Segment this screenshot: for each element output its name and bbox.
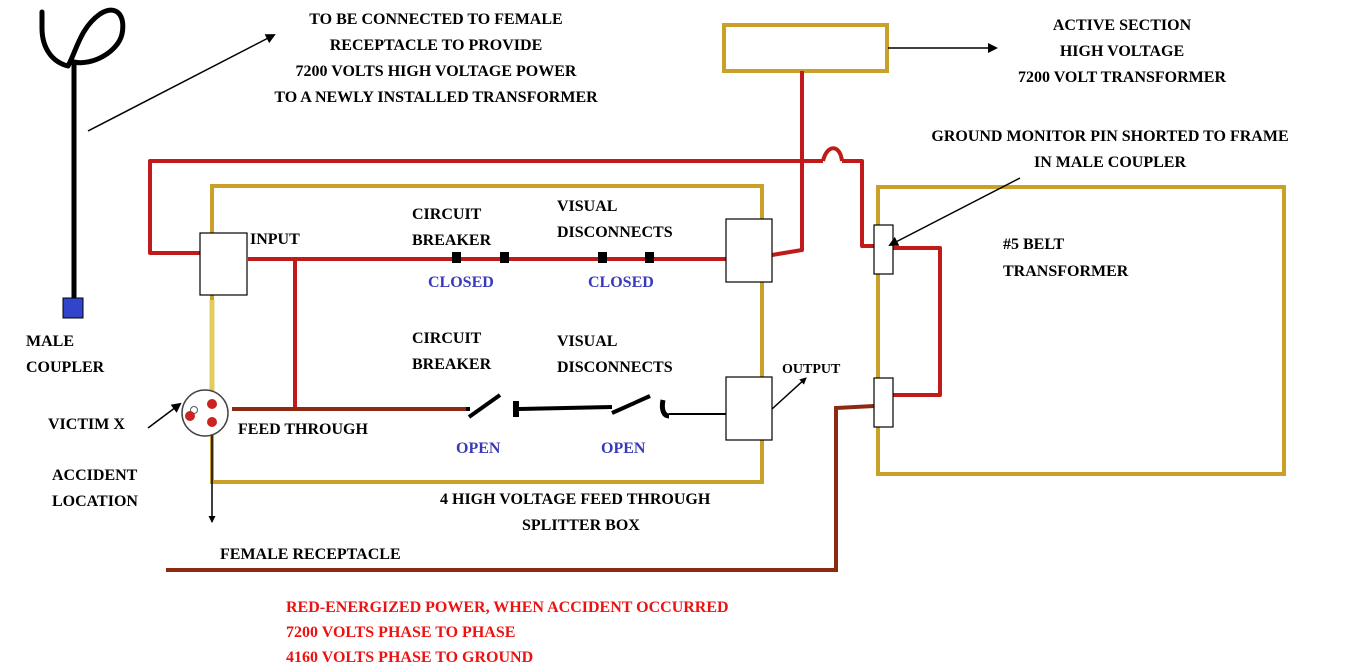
- active-section-line2: HIGH VOLTAGE: [1060, 43, 1184, 60]
- bottom-disconnect-open: [611, 394, 726, 419]
- bottom-output-terminal: [725, 376, 773, 441]
- splitter-caption-line2: SPLITTER BOX: [522, 517, 640, 534]
- accident-label1: ACCIDENT: [52, 467, 138, 484]
- connect-note-line4: TO A NEWLY INSTALLED TRANSFORMER: [274, 89, 598, 106]
- active-section-line1: ACTIVE SECTION: [1053, 17, 1192, 34]
- bottom-disconnect-state: OPEN: [601, 440, 646, 457]
- top-disconnect-label2: DISCONNECTS: [557, 224, 673, 241]
- top-disconnect-state: CLOSED: [588, 274, 654, 291]
- connect-note-line3: 7200 VOLTS HIGH VOLTAGE POWER: [296, 63, 577, 80]
- trailing-cable: [39, 7, 126, 303]
- splitter-caption-line1: 4 HIGH VOLTAGE FEED THROUGH: [440, 491, 711, 508]
- ground-monitor-line2: IN MALE COUPLER: [1034, 154, 1186, 171]
- belt-coupler-upper: [873, 224, 894, 275]
- input-label: INPUT: [250, 231, 300, 248]
- output-label: OUTPUT: [782, 362, 841, 377]
- feed-through-label: FEED THROUGH: [238, 421, 369, 438]
- active-section-transformer: [722, 23, 889, 73]
- top-breaker-label1: CIRCUIT: [412, 206, 482, 223]
- top-disconnect-label1: VISUAL: [557, 198, 617, 215]
- feed-through-receptacle: [181, 389, 229, 437]
- legend-line2: 7200 VOLTS PHASE TO PHASE: [286, 624, 515, 641]
- energized-wiring: [148, 71, 942, 409]
- connect-note-line1: TO BE CONNECTED TO FEMALE: [309, 11, 562, 28]
- top-breaker-state: CLOSED: [428, 274, 494, 291]
- deenergized-wiring: [166, 404, 875, 572]
- belt-transformer-line2: TRANSFORMER: [1003, 263, 1129, 280]
- belt-transformer-outline: [876, 185, 1286, 476]
- belt-coupler-lower: [873, 377, 894, 428]
- top-output-terminal: [725, 218, 773, 283]
- male-coupler-label1: MALE: [26, 333, 74, 350]
- annotation-arrows: [87, 34, 1021, 429]
- legend-line3: 4160 VOLTS PHASE TO GROUND: [286, 649, 533, 666]
- female-receptacle-label: FEMALE RECEPTACLE: [220, 546, 401, 563]
- connect-note-line2: RECEPTACLE TO PROVIDE: [330, 37, 542, 54]
- legend-line1: RED-ENERGIZED POWER, WHEN ACCIDENT OCCUR…: [286, 599, 729, 616]
- active-section-line3: 7200 VOLT TRANSFORMER: [1018, 69, 1226, 86]
- top-disconnect-closed: [598, 252, 654, 263]
- belt-transformer-line1: #5 BELT: [1003, 236, 1065, 253]
- ground-monitor-line1: GROUND MONITOR PIN SHORTED TO FRAME: [931, 128, 1288, 145]
- bottom-disconnect-label2: DISCONNECTS: [557, 359, 673, 376]
- bottom-breaker-label1: CIRCUIT: [412, 330, 482, 347]
- top-breaker-closed: [452, 252, 509, 263]
- bottom-breaker-state: OPEN: [456, 440, 501, 457]
- top-breaker-label2: BREAKER: [412, 232, 492, 249]
- input-terminal: [199, 232, 248, 296]
- bottom-breaker-label2: BREAKER: [412, 356, 492, 373]
- accident-label2: LOCATION: [52, 493, 138, 510]
- bottom-breaker-open: [466, 393, 613, 419]
- victim-label: VICTIM X: [48, 416, 125, 433]
- male-coupler: [62, 297, 84, 319]
- male-coupler-label2: COUPLER: [26, 359, 105, 376]
- bottom-disconnect-label1: VISUAL: [557, 333, 617, 350]
